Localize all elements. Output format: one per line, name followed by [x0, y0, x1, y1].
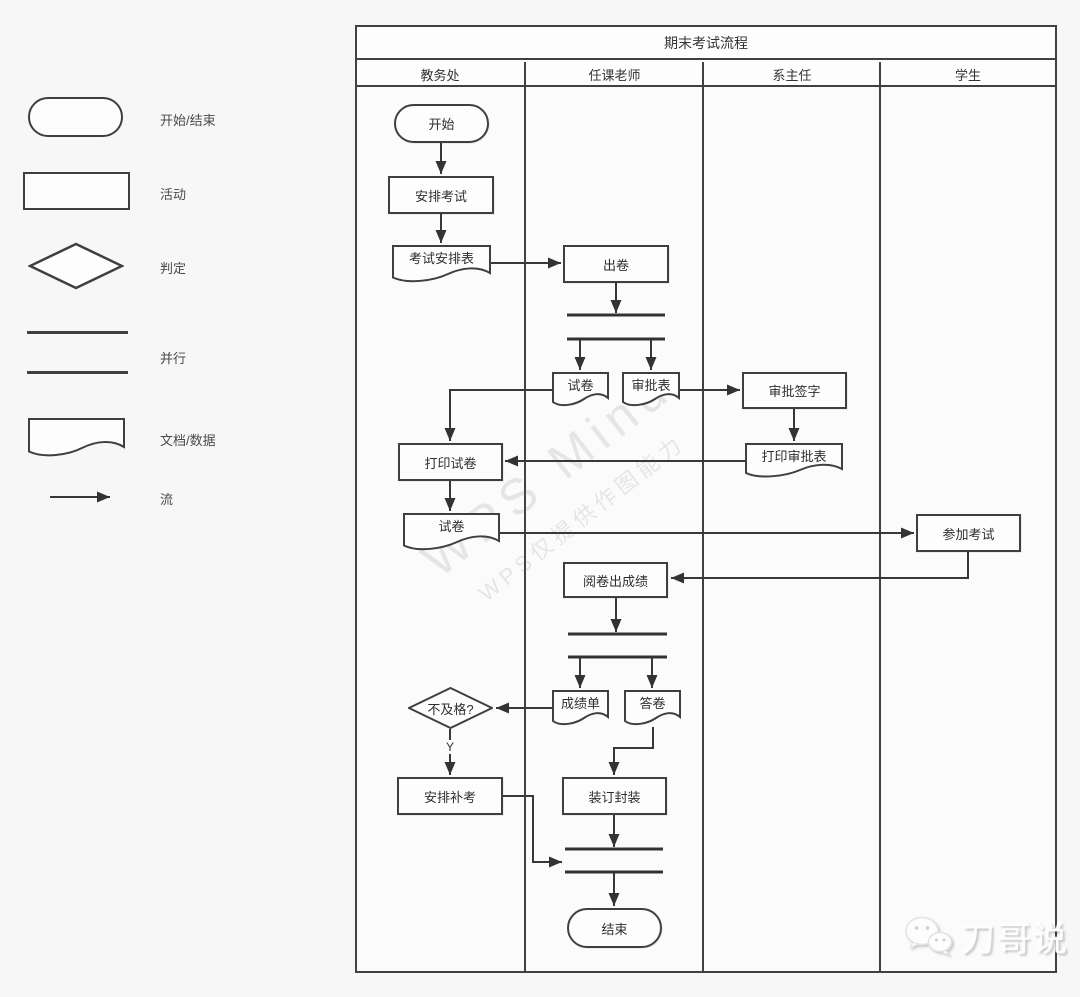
document-shape — [622, 372, 680, 409]
legend-parallel-line-top — [27, 331, 128, 334]
node-label: 成绩单 — [560, 696, 600, 711]
node-score-report-doc: 成绩单 — [552, 690, 609, 728]
lane-label-teacher: 任课老师 — [588, 68, 641, 83]
document-shape — [403, 513, 500, 553]
node-take-exam: 参加考试 — [916, 514, 1021, 552]
lane-separator-3 — [879, 62, 881, 971]
node-fail-decision: 不及格? — [408, 687, 493, 729]
node-label: 答卷 — [639, 696, 666, 711]
node-label: 打印审批表 — [761, 449, 827, 464]
document-shape — [624, 690, 681, 728]
flowchart-title: 期末考试流程 — [357, 27, 1055, 60]
lane-header-row — [357, 62, 1055, 87]
node-end: 结束 — [567, 908, 662, 948]
legend-parallel-label: 并行 — [160, 351, 187, 366]
node-paper-doc-1: 试卷 — [552, 372, 609, 409]
legend-document-shape — [27, 417, 126, 459]
node-start: 开始 — [394, 104, 489, 143]
node-label: 试卷 — [567, 378, 594, 393]
legend-document-label: 文档/数据 — [160, 433, 216, 448]
node-exam-schedule-doc: 考试安排表 — [392, 245, 491, 285]
lane-separator-1 — [524, 62, 526, 971]
node-arrange-exam: 安排考试 — [388, 176, 494, 214]
node-label: 审批表 — [631, 378, 671, 393]
diamond-shape — [408, 687, 493, 729]
node-approval-sign: 审批签字 — [742, 372, 847, 409]
node-print-approval-doc: 打印审批表 — [745, 443, 843, 480]
lane-separator-2 — [702, 62, 704, 971]
node-label: 考试安排表 — [408, 251, 474, 266]
parallel-bars — [565, 313, 667, 874]
node-paper-doc-2: 试卷 — [403, 513, 500, 553]
branding-logo: 刀哥说 — [903, 912, 1069, 961]
lane-label-academic-office: 教务处 — [420, 68, 460, 83]
document-shape — [392, 245, 491, 285]
document-shape — [552, 372, 609, 409]
lane-label-department-head: 系主任 — [772, 68, 812, 83]
branding-name: 刀哥说 — [961, 921, 1069, 959]
node-print-paper: 打印试卷 — [398, 443, 503, 481]
document-shape — [745, 443, 843, 480]
wechat-icon — [905, 916, 953, 956]
legend-parallel-line-bottom — [27, 371, 128, 374]
document-shape — [552, 690, 609, 728]
node-arrange-makeup: 安排补考 — [397, 777, 503, 815]
node-answer-sheets-doc: 答卷 — [624, 690, 681, 728]
node-bind-package: 装订封装 — [562, 777, 667, 815]
lane-label-student: 学生 — [954, 68, 981, 83]
legend-terminator-label: 开始/结束 — [160, 113, 216, 128]
legend-rectangle-shape — [23, 172, 130, 210]
edge-label-yes: Y — [444, 740, 457, 754]
node-label: 试卷 — [438, 519, 465, 534]
legend-diamond-shape — [28, 242, 124, 290]
node-label: 不及格? — [427, 701, 474, 717]
legend-flow-label: 流 — [160, 492, 174, 507]
node-approval-form-doc: 审批表 — [622, 372, 680, 409]
node-grade-papers: 阅卷出成绩 — [563, 562, 668, 598]
legend-diamond-label: 判定 — [160, 261, 187, 276]
legend-rectangle-label: 活动 — [160, 187, 187, 202]
node-create-paper: 出卷 — [563, 245, 669, 283]
legend-terminator-shape — [28, 97, 123, 137]
